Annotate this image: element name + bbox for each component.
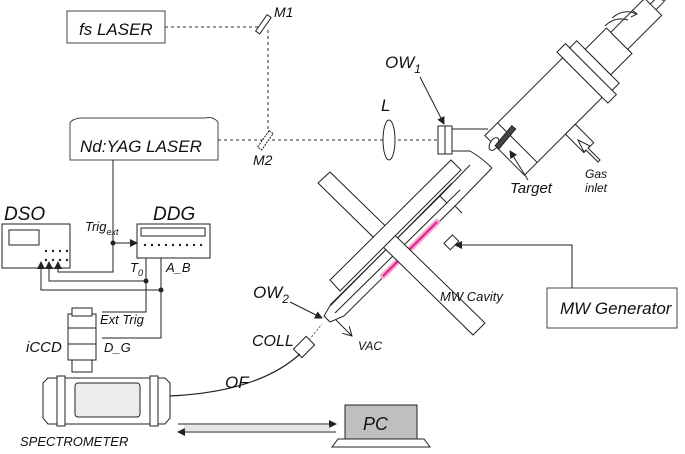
rotation-arrow-icon (604, 9, 638, 27)
fs-laser-label: fs LASER (79, 20, 153, 39)
mirror-m2: M2 (253, 129, 274, 168)
gas-label-line1: Gas (585, 167, 607, 181)
dso-oscilloscope: DSO (1, 204, 71, 269)
gas-label-line2: inlet (585, 181, 608, 195)
collimator: COLL (252, 333, 316, 359)
vac-label: VAC (358, 339, 382, 353)
of-label: OF (225, 373, 250, 392)
pc-laptop: PC (331, 404, 431, 448)
ow2-arrow (289, 301, 323, 319)
ow1-label-group: OW1 (385, 53, 445, 125)
iccd-camera: Ext Trig D_G iCCD (26, 307, 145, 373)
coll-label: COLL (252, 333, 294, 350)
gas-inlet-arrow-icon (576, 138, 601, 163)
vacuum-chamber (323, 0, 669, 323)
pc-label: PC (363, 414, 389, 434)
ddg-delay-generator: DDG (136, 204, 211, 259)
m2-label: M2 (253, 152, 273, 168)
mw-generator-box: MW Generator (546, 287, 678, 329)
data-link (177, 420, 337, 436)
lens-l: L (381, 96, 396, 161)
plasma-discharge (382, 221, 438, 277)
lens-label: L (381, 96, 390, 115)
target-arrow (509, 150, 529, 181)
dso-screen (8, 229, 40, 246)
mirror-m1: M1 (254, 4, 293, 35)
iccd-label: iCCD (26, 339, 62, 356)
spectrometer: SPECTROMETER (20, 375, 171, 449)
ddg-display (140, 227, 206, 237)
ow2-label: OW2 (253, 283, 289, 306)
mw-generator-label: MW Generator (560, 299, 673, 318)
dso-label: DSO (4, 204, 45, 225)
ext-trig-label: Ext Trig (100, 312, 145, 327)
target-label: Target (510, 180, 553, 197)
spectrometer-label: SPECTROMETER (20, 434, 128, 449)
mw-cavity (317, 159, 486, 336)
ow1-label: OW1 (385, 53, 421, 76)
mw-feed-line (454, 241, 573, 288)
ddg-label: DDG (153, 204, 195, 225)
coll-link (308, 323, 323, 341)
m1-label: M1 (274, 4, 293, 20)
fs-laser-box: fs LASER (66, 10, 166, 44)
spectrometer-window (74, 382, 141, 418)
optical-fiber (169, 353, 301, 397)
trigger-wiring (37, 160, 164, 339)
vac-arrow (335, 319, 352, 336)
a-b-label: A_B (165, 260, 191, 275)
mw-cavity-label: MW Cavity (440, 289, 504, 304)
ndyag-laser-box: Nd:YAG LASER (69, 117, 219, 161)
trig-ext-label: Trigext (85, 219, 119, 237)
t0-label: T0 (130, 260, 143, 278)
ndyag-laser-label: Nd:YAG LASER (80, 137, 202, 156)
d-g-label: D_G (104, 340, 131, 355)
